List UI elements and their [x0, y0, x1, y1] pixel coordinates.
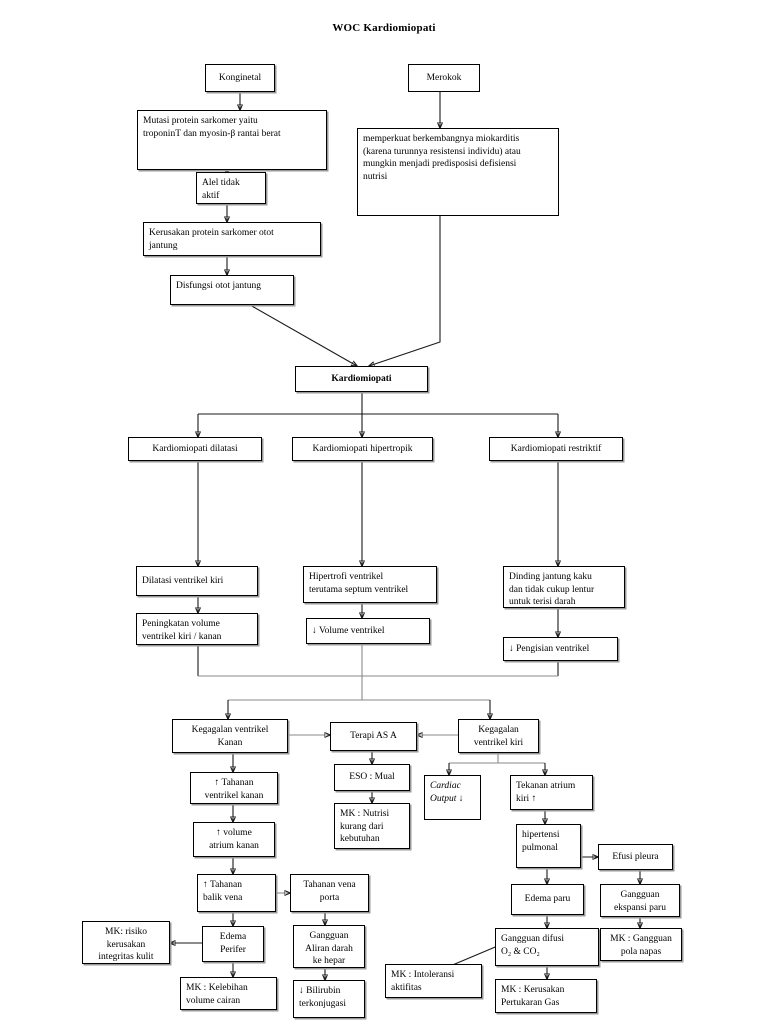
- node-efusi-pleura[interactable]: Efusi pleura: [598, 844, 673, 870]
- node-mk-risiko-kerusakan-kulit[interactable]: MK: risiko kerusakan integritas kulit: [82, 921, 170, 964]
- node-tahanan-balik-vena[interactable]: ↑ Tahanan balik vena: [197, 874, 276, 912]
- node-kegagalan-ventrikel-kiri[interactable]: Kegagalan ventrikel kiri: [458, 719, 539, 753]
- node-edema-perifer[interactable]: Edema Perifer: [202, 926, 264, 962]
- node-merokok[interactable]: Merokok: [408, 64, 480, 92]
- node-memperkuat-miokarditis[interactable]: memperkuat berkembangnya miokarditis (ka…: [357, 128, 559, 216]
- node-dilatasi-ventrikel-kiri[interactable]: Dilatasi ventrikel kiri: [136, 566, 258, 596]
- node-volume-ventrikel[interactable]: ↓ Volume ventrikel: [306, 618, 430, 644]
- page-title: WOC Kardiomiopati: [332, 22, 436, 34]
- node-disfungsi-otot-jantung[interactable]: Disfungsi otot jantung: [170, 275, 294, 305]
- node-volume-atrium-kanan[interactable]: ↑ volume atrium kanan: [193, 822, 275, 857]
- node-tekanan-atrium-kiri[interactable]: Tekanan atrium kiri ↑: [510, 775, 593, 810]
- node-edema-paru[interactable]: Edema paru: [511, 884, 584, 915]
- node-alel-tidak-aktif[interactable]: Alel tidak aktif: [196, 172, 266, 204]
- node-mk-kerusakan-pertukaran-gas[interactable]: MK : Kerusakan Pertukaran Gas: [495, 979, 597, 1013]
- node-eso-mual[interactable]: ESO : Mual: [334, 764, 410, 791]
- node-hipertensi-pulmonal[interactable]: hipertensi pulmonal: [516, 824, 581, 868]
- node-mk-nutrisi[interactable]: MK : Nutrisi kurang dari kebutuhan: [334, 803, 410, 849]
- node-konginetal[interactable]: Konginetal: [205, 64, 275, 92]
- node-kerusakan-protein-sarkomer[interactable]: Kerusakan protein sarkomer otot jantung: [143, 222, 321, 256]
- node-bilirubin-terkonjugasi[interactable]: ↓ Bilirubin terkonjugasi: [293, 980, 365, 1018]
- node-mutasi-protein[interactable]: Mutasi protein sarkomer yaitu troponinT …: [137, 110, 327, 170]
- node-mk-intoleransi-aktifitas[interactable]: MK : Intoleransi aktifitas: [385, 964, 482, 998]
- node-kegagalan-ventrikel-kanan[interactable]: Kegagalan ventrikel Kanan: [172, 719, 288, 753]
- node-kardiomiopati[interactable]: Kardiomiopati: [295, 366, 428, 392]
- node-tahanan-vena-porta[interactable]: Tahanan vena porta: [290, 874, 369, 912]
- node-hipertrofi-ventrikel[interactable]: Hipertrofi ventrikel terutama septum ven…: [303, 566, 437, 603]
- node-pengisian-ventrikel[interactable]: ↓ Pengisian ventrikel: [503, 637, 618, 661]
- node-kardiomiopati-restriktif[interactable]: Kardiomiopati restriktif: [489, 437, 623, 461]
- node-terapi-asa[interactable]: Terapi AS A: [330, 722, 417, 751]
- node-tahanan-ventrikel-kanan[interactable]: ↑ Tahanan ventrikel kanan: [190, 772, 278, 804]
- node-kardiomiopati-hipertropik[interactable]: Kardiomiopati hipertropik: [292, 437, 433, 461]
- node-gangguan-aliran-darah[interactable]: Gangguan Aliran darah ke hepar: [293, 925, 365, 968]
- node-mk-kelebihan-volume-cairan[interactable]: MK : Kelebihan volume cairan: [180, 977, 277, 1010]
- node-dinding-jantung-kaku[interactable]: Dinding jantung kaku dan tidak cukup len…: [503, 566, 625, 608]
- node-peningkatan-volume-ventrikel[interactable]: Peningkatan volume ventrikel kiri / kana…: [136, 613, 258, 645]
- node-cardiac-output[interactable]: Cardiac Output ↓: [424, 775, 481, 820]
- node-kardiomiopati-dilatasi[interactable]: Kardiomiopati dilatasi: [128, 437, 262, 461]
- node-mk-gangguan-pola-napas[interactable]: MK : Gangguan pola napas: [600, 928, 682, 961]
- node-gangguan-difusi[interactable]: Gangguan difusi O₂ & CO₂: [495, 928, 599, 966]
- node-gangguan-ekspansi-paru[interactable]: Gangguan ekspansi paru: [600, 884, 680, 917]
